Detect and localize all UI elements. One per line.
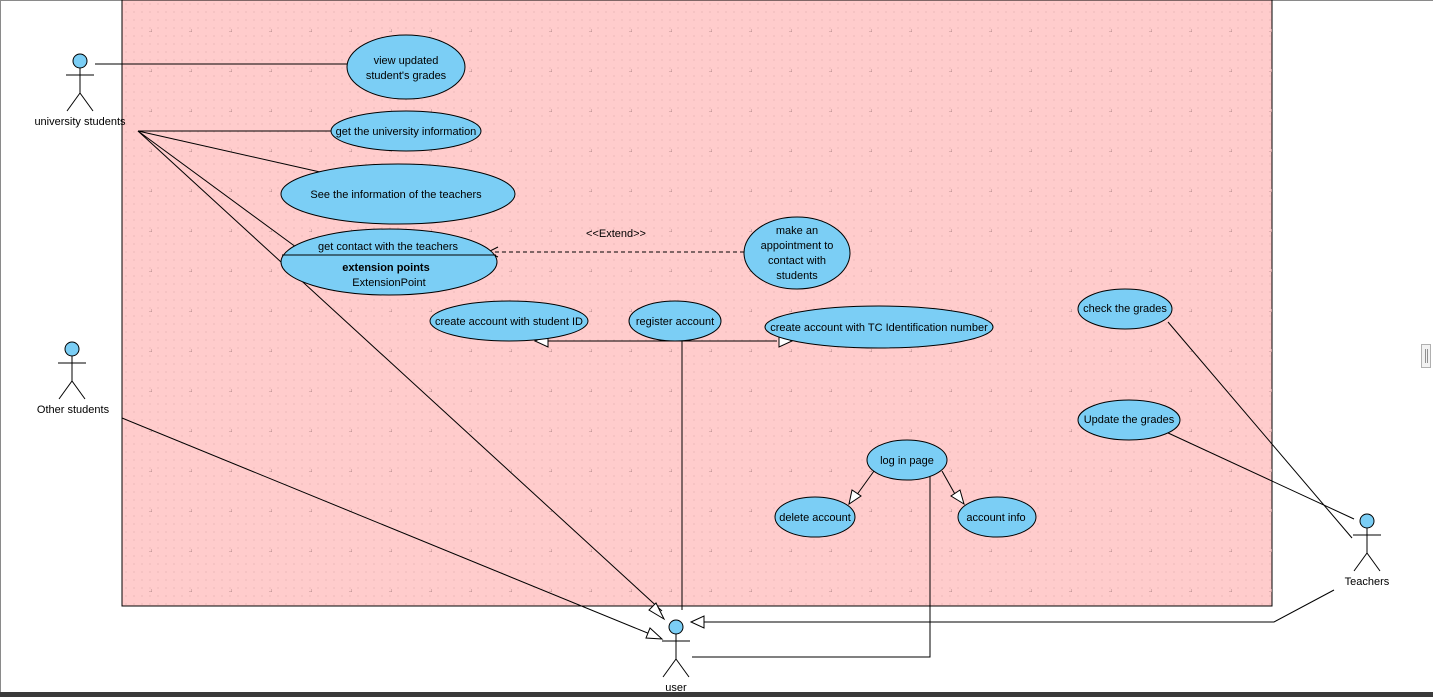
extend-relationship[interactable]: <<Extend>>: [486, 228, 744, 258]
actor-teachers-label: Teachers: [1345, 576, 1390, 588]
use-case-view-grades-line-2: student's grades: [366, 70, 447, 82]
use-case-make-appointment-line-3: contact with: [768, 255, 826, 267]
use-case-create-account-tc[interactable]: create account with TC Identification nu…: [764, 305, 994, 349]
use-case-make-appointment[interactable]: make an appointment to contact with stud…: [743, 216, 851, 290]
link-log-in-delete[interactable]: [855, 470, 875, 497]
assoc-students-teachers-info[interactable]: [137, 130, 321, 173]
arrowhead-delete-account: [848, 489, 862, 506]
use-case-delete-account-label: delete account: [779, 512, 851, 524]
actor-other-students[interactable]: Other students: [37, 341, 110, 416]
actor-teachers[interactable]: Teachers: [1345, 513, 1390, 588]
use-case-make-appointment-line-4: students: [776, 270, 818, 282]
vertical-scrollbar-handle[interactable]: [1421, 344, 1431, 368]
use-case-make-appointment-line-2: appointment to: [761, 240, 834, 252]
actor-head-icon: [64, 341, 80, 357]
use-case-update-grades[interactable]: Update the grades: [1077, 399, 1181, 441]
use-case-delete-account[interactable]: delete account: [774, 496, 856, 538]
actor-university-students[interactable]: university students: [34, 53, 126, 128]
use-case-create-account-tc-label: create account with TC Identification nu…: [770, 322, 988, 334]
use-case-university-info[interactable]: get the university information: [330, 110, 482, 152]
actor-university-students-label: university students: [34, 116, 126, 128]
use-case-contact-teachers-label: get contact with the teachers: [318, 241, 459, 253]
use-case-teachers-info-label: See the information of the teachers: [310, 189, 482, 201]
assoc-teachers-update-grades[interactable]: [1165, 431, 1355, 520]
use-case-check-grades-label: check the grades: [1083, 303, 1167, 315]
use-case-create-account-student-id[interactable]: create account with student ID: [429, 300, 589, 342]
actor-head-icon: [1359, 513, 1375, 529]
link-log-in-account-info[interactable]: [941, 470, 957, 497]
use-case-register-account-label: register account: [636, 316, 714, 328]
use-case-teachers-info[interactable]: See the information of the teachers: [280, 163, 516, 225]
assoc-students-contact-teachers[interactable]: [137, 130, 301, 251]
actor-user-label: user: [665, 682, 687, 694]
use-case-make-appointment-line-1: make an: [776, 225, 818, 237]
arrowhead-account-info: [950, 489, 965, 506]
use-case-log-in-page[interactable]: log in page: [866, 439, 948, 481]
actor-head-icon: [668, 619, 684, 635]
use-case-view-grades[interactable]: view updated student's grades: [346, 34, 466, 100]
arrowhead-teachers-user: [689, 615, 705, 629]
use-case-register-account[interactable]: register account: [628, 300, 722, 342]
actor-head-icon: [72, 53, 88, 69]
extension-points-title: extension points: [342, 262, 429, 274]
assoc-teachers-check-grades[interactable]: [1167, 321, 1353, 539]
relationship-lines: [95, 63, 1355, 658]
use-case-university-info-label: get the university information: [336, 126, 477, 138]
arrowhead-other-students-user: [645, 627, 664, 640]
assoc-user-log-in[interactable]: [692, 473, 931, 658]
use-case-create-account-student-id-label: create account with student ID: [435, 316, 583, 328]
arrowhead-students-user: [648, 602, 666, 621]
generalization-teachers-user[interactable]: [704, 589, 1335, 623]
use-case-check-grades[interactable]: check the grades: [1077, 288, 1173, 330]
extension-point-label: ExtensionPoint: [352, 277, 425, 289]
use-case-view-grades-line-1: view updated: [374, 55, 439, 67]
use-case-update-grades-label: Update the grades: [1084, 414, 1175, 426]
use-case-account-info[interactable]: account info: [957, 496, 1037, 538]
bottom-status-bar: [0, 692, 1433, 697]
generalization-other-students-user[interactable]: [121, 417, 651, 635]
use-case-log-in-page-label: log in page: [880, 455, 934, 467]
generalization-students-user[interactable]: [137, 130, 663, 612]
actor-other-students-label: Other students: [37, 404, 110, 416]
use-case-contact-teachers[interactable]: get contact with the teachers extension …: [280, 228, 498, 296]
extend-label: <<Extend>>: [586, 228, 646, 240]
actor-user[interactable]: user: [662, 619, 690, 694]
use-case-account-info-label: account info: [966, 512, 1025, 524]
